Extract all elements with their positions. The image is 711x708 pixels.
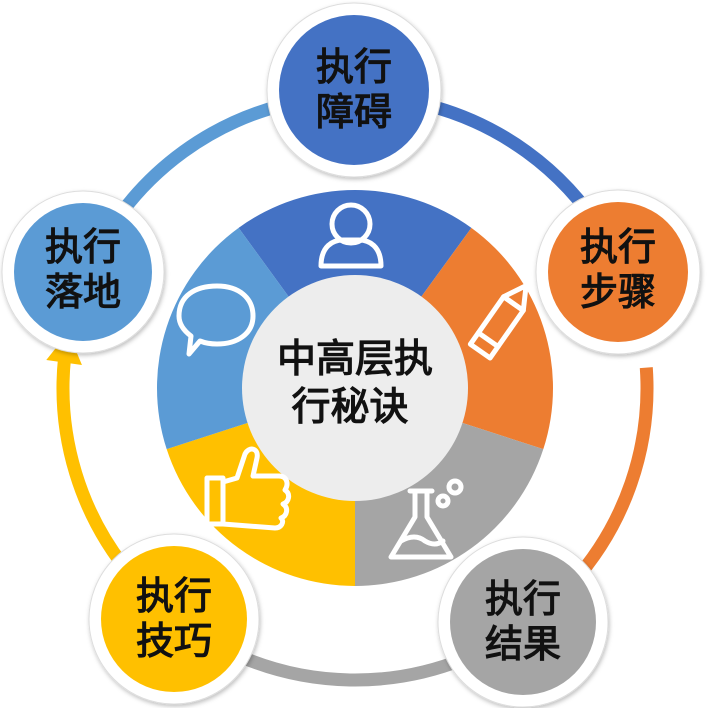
arrow-steps-to-results <box>567 367 654 588</box>
node-disk <box>548 202 688 342</box>
center-title-line-2: 行秘诀 <box>291 385 408 430</box>
node-execution-results: 执行 结果 <box>437 536 609 708</box>
pencil-icon <box>467 283 529 361</box>
arrow-results-to-skills <box>233 648 467 687</box>
node-label-line-2: 落地 <box>45 270 121 314</box>
node-label-line-1: 执行 <box>45 225 121 269</box>
arrow-skills-to-landing <box>56 356 137 580</box>
node-label-line-1: 执行 <box>136 574 212 618</box>
center-title-line-1: 中高层执 <box>277 337 433 382</box>
node-execution-skills: 执行 技巧 <box>88 533 260 705</box>
donut-segment-landing <box>157 227 290 450</box>
node-disk <box>101 546 247 692</box>
node-label-line-2: 障碍 <box>316 90 392 134</box>
node-label-line-1: 执行 <box>485 577 561 621</box>
node-label-line-2: 结果 <box>485 622 561 666</box>
node-label-line-1: 执行 <box>580 225 656 269</box>
node-disk <box>450 549 596 695</box>
node-disk <box>279 15 429 165</box>
flask-icon <box>388 478 464 560</box>
node-execution-landing: 执行 落地 <box>1 190 165 354</box>
node-disk <box>14 203 152 341</box>
center-disk <box>242 275 468 501</box>
node-label-line-1: 执行 <box>316 45 392 89</box>
speech-bubble-icon <box>176 283 256 357</box>
node-label-line-2: 技巧 <box>136 619 212 663</box>
person-icon <box>318 202 384 269</box>
donut-segment-skills <box>166 422 355 586</box>
node-label-line-2: 步骤 <box>580 270 656 314</box>
thumbs-up-icon <box>204 446 292 531</box>
node-execution-steps: 执行 步骤 <box>535 189 701 355</box>
node-execution-obstacles: 执行 障碍 <box>266 2 442 178</box>
